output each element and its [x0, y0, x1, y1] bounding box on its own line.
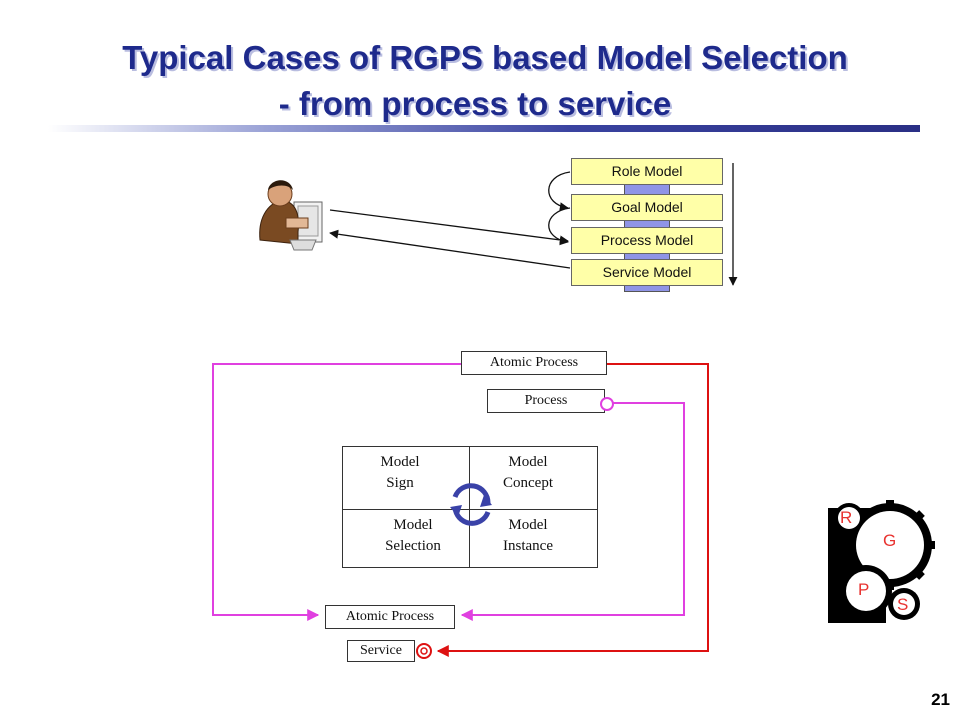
logo-letter-p: P — [858, 580, 870, 599]
slide-title-line-2: - from process to service — [278, 85, 672, 122]
service-model-layer: Service Model — [571, 259, 723, 286]
process-box: Process — [487, 389, 605, 413]
atomic-process-bottom-box: Atomic Process — [325, 605, 455, 629]
title-underline — [48, 125, 920, 132]
atomic-process-top-box: Atomic Process — [461, 351, 607, 375]
logo-letter-g: G — [883, 531, 897, 550]
cycle-arrows-icon — [450, 483, 492, 526]
person-at-computer-icon — [259, 180, 323, 251]
page-number: 21 — [931, 690, 950, 709]
process-model-layer: Process Model — [571, 227, 723, 254]
service-box: Service — [347, 640, 415, 662]
rgps-gear-logo — [828, 500, 935, 623]
slide-title-line-1: Typical Cases of RGPS based Model Select… — [122, 39, 848, 76]
logo-letter-s: S — [897, 595, 909, 614]
model-quadrant — [342, 446, 598, 568]
role-model-layer: Role Model — [571, 158, 723, 185]
goal-model-layer: Goal Model — [571, 194, 723, 221]
logo-letter-r: R — [840, 508, 853, 527]
